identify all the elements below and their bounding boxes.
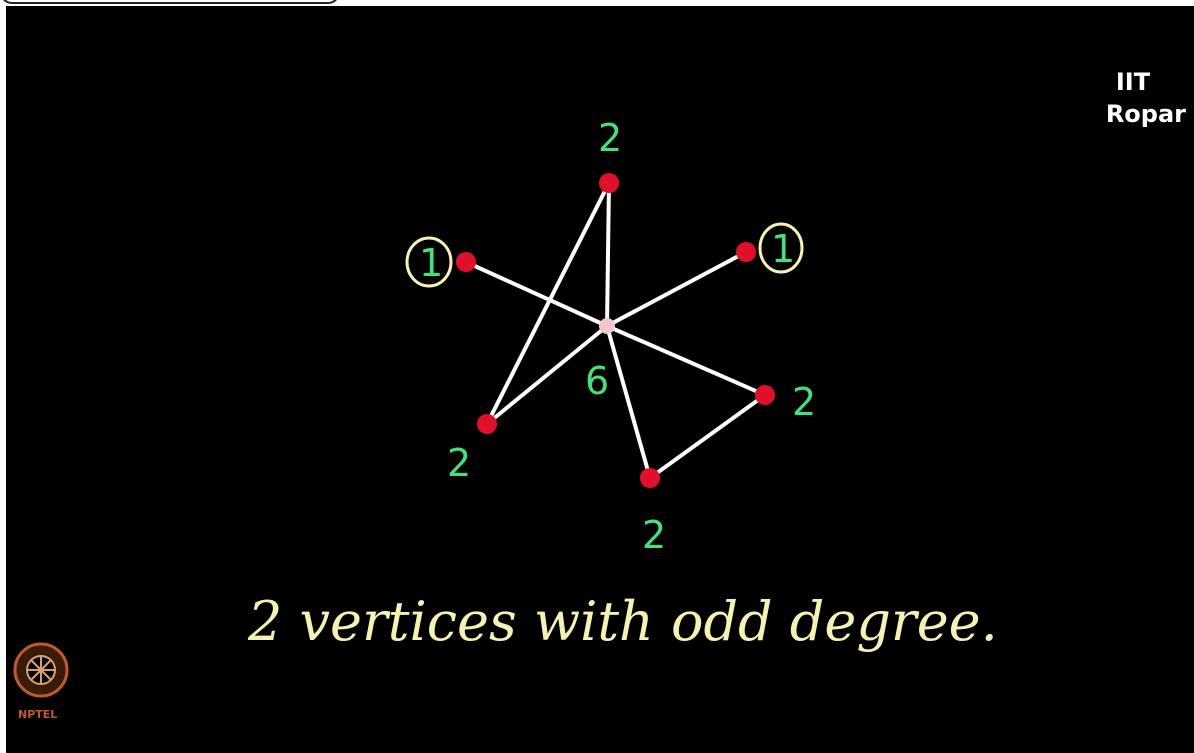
nptel-logo: NPTEL (13, 642, 69, 721)
edge-center-right (605, 324, 767, 397)
nptel-logo-spokes (27, 656, 55, 684)
vertex-bottom (640, 468, 660, 488)
degree-label-bottom: 2 (642, 513, 666, 557)
nptel-logo-text: NPTEL (18, 708, 57, 721)
degree-label-bottom-left: 2 (447, 441, 471, 485)
edge-top-bottom-left (485, 181, 611, 426)
vertex-bottom-left (477, 414, 497, 434)
degree-labels: 2 1 1 6 2 2 2 (419, 116, 816, 557)
brand-line-2: Ropar (1105, 100, 1186, 128)
vertex-upper-left (456, 252, 476, 272)
vertex-upper-right (736, 242, 756, 262)
degree-label-upper-left: 1 (419, 241, 443, 285)
degree-label-top: 2 (598, 116, 622, 160)
edge-bottom-right (648, 393, 767, 480)
edge-bottom-left-center (485, 324, 609, 426)
edge-upper-left-center (464, 260, 609, 328)
vertex-top (599, 173, 619, 193)
degree-label-center: 6 (585, 359, 609, 403)
edges (464, 181, 767, 480)
slide-canvas (6, 6, 1194, 753)
edge-center-bottom (605, 324, 652, 480)
vertex-center (599, 318, 615, 334)
degree-label-right: 2 (792, 380, 816, 424)
odd-degree-highlights (405, 222, 804, 288)
degree-label-upper-right: 1 (771, 227, 795, 271)
odd-highlight-upper-right (758, 222, 804, 274)
vertex-right (755, 385, 775, 405)
brand-line-1: IIT (1115, 68, 1151, 96)
vertices (456, 173, 775, 488)
institute-brand: IIT Ropar (1078, 66, 1188, 130)
odd-highlight-upper-left (405, 236, 453, 288)
edge-top-center (605, 181, 611, 328)
edge-upper-right-center (605, 250, 748, 328)
slide-caption: 2 vertices with odd degree. (247, 590, 998, 653)
top-strip (0, 0, 1194, 6)
